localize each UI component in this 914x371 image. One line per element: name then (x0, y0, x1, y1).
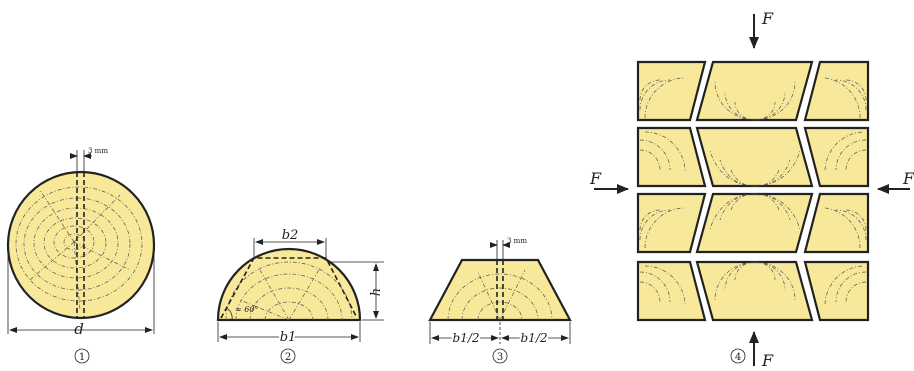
figure-number-circle (74, 348, 90, 364)
angle-arc (227, 308, 233, 321)
figure-number-circle (492, 348, 508, 364)
growth-rings (447, 269, 553, 321)
figure-2-half-log: ≈ 60° b2 h b1 2 (216, 228, 384, 364)
block-row-4 (636, 260, 870, 322)
trapezoid-cut-line (220, 257, 358, 319)
cut-width-label: 3 mm (88, 147, 108, 155)
block-row-3 (636, 192, 870, 254)
force-label-right: F (902, 169, 914, 188)
figure-number-2: 2 (285, 352, 291, 363)
block-row-2 (636, 126, 870, 188)
figure-3-trapezoid: 3 mm b1/2 b1/2 3 (428, 237, 572, 364)
figure-number-circle (730, 348, 746, 364)
figure-number-1: 1 (79, 352, 85, 363)
force-label-bottom: F (761, 351, 774, 370)
b2-label: b2 (282, 228, 299, 243)
b1-label: b1 (280, 330, 297, 345)
figure-number-3: 3 (497, 352, 503, 363)
block-row-1 (636, 60, 870, 122)
figure-1-round-log: 3 mm d 1 (6, 147, 156, 364)
growth-rings (15, 186, 143, 311)
right-half-label: b1/2 (521, 331, 548, 345)
figure-number-4: 4 (735, 352, 741, 363)
force-label-top: F (761, 9, 774, 28)
angle-label: ≈ 60° (235, 305, 258, 314)
force-label-left: F (589, 169, 602, 188)
figure-number-circle (280, 348, 296, 364)
growth-rings (225, 261, 353, 321)
half-log-section (216, 247, 362, 322)
log-cross-section (6, 170, 156, 320)
h-label: h (369, 288, 384, 296)
figure-4-assembly: F F F F 4 (589, 9, 914, 370)
diameter-label: d (74, 320, 84, 338)
trapezoid-section (428, 258, 572, 322)
left-half-label: b1/2 (453, 331, 480, 345)
cut-width-label: 3 mm (507, 237, 527, 245)
